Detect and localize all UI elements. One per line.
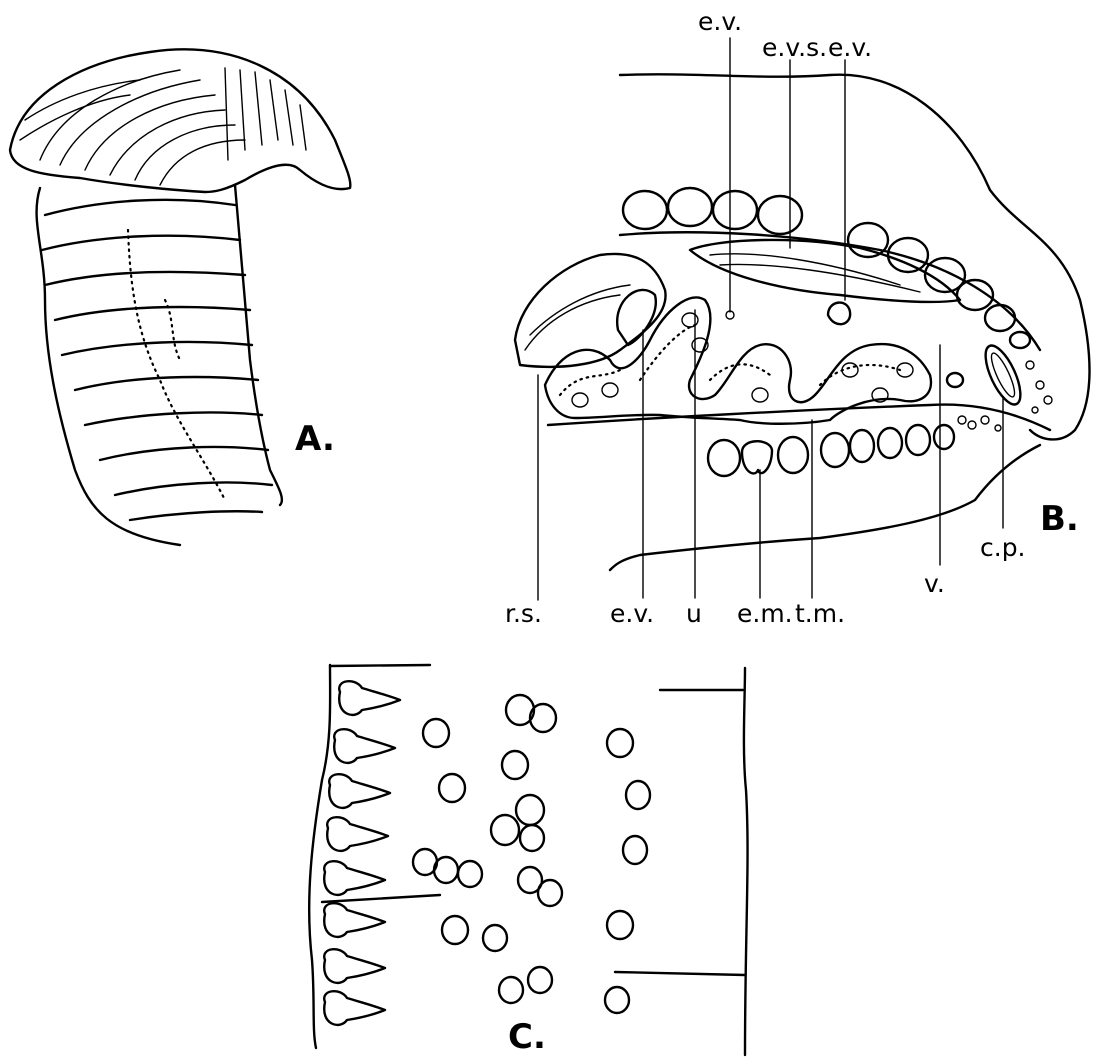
label-em: e.m. xyxy=(737,599,793,628)
label-ev-bottom: e.v. xyxy=(610,599,654,628)
figure-c-drawing: C. xyxy=(309,665,747,1057)
scolex-head xyxy=(10,49,350,192)
figure-b-drawing: e.v. e.v.s. e.v. r.s. e.v. u e.m. t.m. v… xyxy=(505,7,1090,628)
label-ev-top: e.v. xyxy=(698,7,742,36)
dorsal-muscle-cells xyxy=(623,188,1052,413)
figure-c-label: C. xyxy=(508,1017,546,1057)
egg-cells xyxy=(413,695,650,1013)
label-evs: e.v.s. xyxy=(762,33,827,62)
ventral-muscle-cells xyxy=(708,416,1001,476)
proglottid-segments xyxy=(37,185,282,545)
figure-a-label: A. xyxy=(295,419,335,459)
pyriform-cells xyxy=(324,681,400,1025)
label-ev-top-2: e.v. xyxy=(828,33,872,62)
label-v: v. xyxy=(924,569,945,598)
label-tm: t.m. xyxy=(795,599,845,628)
figure-a-drawing: A. xyxy=(10,49,350,545)
label-rs: r.s. xyxy=(505,599,542,628)
figure-b-label: B. xyxy=(1040,499,1079,539)
label-cp: c.p. xyxy=(980,533,1026,562)
uterus-and-reproductive-organs xyxy=(515,232,1050,430)
label-u: u xyxy=(686,599,702,628)
